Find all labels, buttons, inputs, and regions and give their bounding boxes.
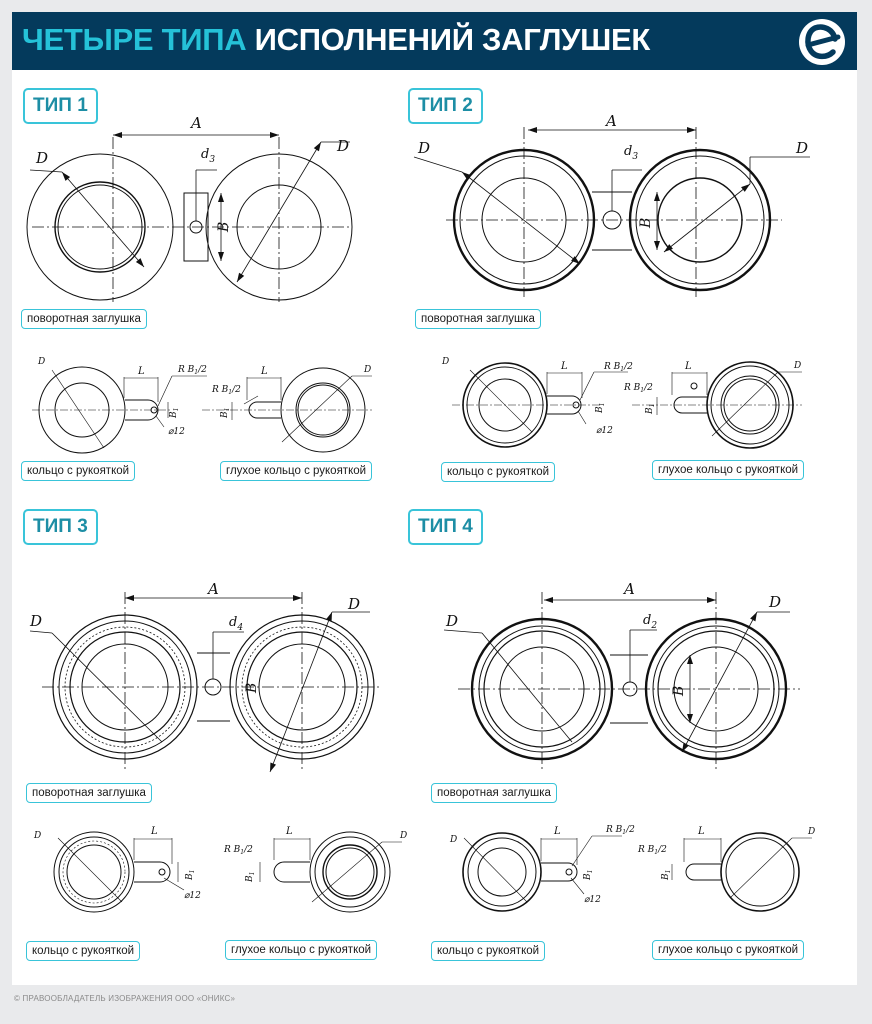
type-4-main-caption: поворотная заглушка [431,783,557,803]
type-4-ring-dim-rb: R B1/2 [605,825,635,836]
type-3-blind-caption: глухое кольцо с рукояткой [225,940,378,960]
type-4-dim-d-right: D [768,593,781,611]
type-3-spectacle-drawing [29,592,382,773]
type-2-main-caption: поворотная заглушка [415,309,541,329]
type-2-ring-dim-hole: ⌀12 [596,426,613,436]
copyright-notice: © ПРАВООБЛАДАТЕЛЬ ИЗОБРАЖЕНИЯ ООО «ОНИКС… [14,994,236,1003]
type-3-label: ТИП 3 [23,509,98,545]
type-2-ring-caption: кольцо с рукояткой [441,462,556,482]
type-3-blind-drawing [259,831,402,913]
type-3-dim-a: A [206,580,219,598]
type-3-blind-dim-rb: R B1/2 [223,845,253,856]
type-2-ring-drawing [452,362,628,448]
type-1-dim-a: A [189,114,202,132]
type-4-ring-dim-d: D [449,835,457,845]
type-2-ring-dim-rb: R B1/2 [603,362,633,373]
type-2-ring-dim-l: L [560,361,568,372]
type-1-main-caption: поворотная заглушка [21,309,147,329]
type-2-dim-d-left: D [417,139,430,157]
type-4-ring-caption: кольцо с рукояткой [431,941,546,961]
type-1-dim-d-right: D [336,137,349,155]
type-3-ring-dim-l: L [150,826,158,837]
type-2-dim-d3: d3 [624,144,638,162]
title-rest: ИСПОЛНЕНИЙ ЗАГЛУШЕК [254,22,651,57]
type-4-blind-dim-b1: B1 [661,870,672,881]
type-4-ring-dim-hole: ⌀12 [584,895,601,905]
type-3-ring-drawing [53,831,185,913]
type-3-dim-d-right: D [347,595,360,613]
type-1-blind-caption: глухое кольцо с рукояткой [220,461,373,481]
type-4-spectacle-drawing [443,592,800,772]
drawings-canvas: A D D d3 B [26,112,815,913]
type-1-dim-b: B [216,222,232,233]
type-1-blind-dim-b1: B1 [220,408,231,419]
type-4-ring-dim-l: L [553,826,561,837]
type-4-blind-dim-l: L [697,826,705,837]
type-2-blind-dim-rb: R B1/2 [623,383,653,394]
type-1-ring-dim-l: L [137,366,145,377]
type-4-ring-dim-b1: B1 [583,870,594,881]
type-1-blind-dim-rb: R B1/2 [211,385,241,396]
type-4-blind-drawing [671,832,812,912]
type-4-blind-dim-d: D [807,827,815,837]
type-1-blind-drawing [202,367,372,453]
title-accent: ЧЕТЫРЕ ТИПА [22,22,247,57]
type-3-ring-dim-d: D [33,831,41,841]
type-4-dim-d-left: D [445,612,458,630]
type-2-ring-dim-d: D [441,357,449,367]
onyx-logo-icon [799,19,845,65]
type-4-ring-drawing [462,832,622,912]
type-1-ring-caption: кольцо с рукояткой [21,461,136,481]
poster-card: ЧЕТЫРЕ ТИПА ИСПОЛНЕНИЙ ЗАГЛУШЕК ТИП 1 ТИ… [12,12,857,985]
type-1-blind-dim-d: D [363,365,371,375]
header-bar: ЧЕТЫРЕ ТИПА ИСПОЛНЕНИЙ ЗАГЛУШЕК [12,12,857,70]
type-3-ring-dim-hole: ⌀12 [184,891,201,901]
type-3-blind-dim-d: D [399,831,407,841]
type-3-blind-dim-l: L [285,826,293,837]
type-2-dim-b: B [638,218,654,229]
type-2-ring-dim-b1: B1 [595,403,606,414]
type-3-dim-b: B [244,683,260,694]
type-2-dim-d-right: D [795,139,808,157]
type-1-dim-d-left: D [35,149,48,167]
type-3-dim-d-left: D [29,612,42,630]
type-1-spectacle-drawing [26,134,353,302]
type-2-blind-caption: глухое кольцо с рукояткой [652,460,805,480]
type-1-blind-dim-l: L [260,366,268,377]
type-3-blind-dim-b1: B1 [245,872,256,883]
type-2-dim-a: A [604,112,617,130]
type-2-label: ТИП 2 [408,88,483,124]
type-3-ring-dim-b1: B1 [185,870,196,881]
type-3-main-caption: поворотная заглушка [26,783,152,803]
type-1-ring-dim-rb: R B1/2 [177,365,207,376]
type-1-ring-drawing [32,366,207,454]
type-4-blind-caption: глухое кольцо с рукояткой [652,940,805,960]
type-2-spectacle-drawing [413,127,810,297]
type-2-blind-dim-l: L [684,361,692,372]
type-1-ring-dim-b1: B1 [169,408,180,419]
type-4-dim-a: A [622,580,635,598]
type-1-label: ТИП 1 [23,88,98,124]
type-4-label: ТИП 4 [408,509,483,545]
type-2-blind-dim-d: D [793,361,801,371]
type-4-dim-d2: d2 [643,613,657,631]
type-4-dim-b: B [671,686,687,697]
type-2-blind-dim-b1: B1 [645,404,656,415]
type-1-dim-d3: d3 [201,147,215,165]
type-3-dim-d4: d4 [229,615,243,633]
type-1-ring-dim-hole: ⌀12 [168,427,185,437]
type-4-blind-dim-rb: R B1/2 [637,845,667,856]
page-title: ЧЕТЫРЕ ТИПА ИСПОЛНЕНИЙ ЗАГЛУШЕК [22,20,650,60]
type-1-ring-dim-d: D [37,357,45,367]
type-3-ring-caption: кольцо с рукояткой [26,941,141,961]
type-2-blind-drawing [632,361,802,449]
